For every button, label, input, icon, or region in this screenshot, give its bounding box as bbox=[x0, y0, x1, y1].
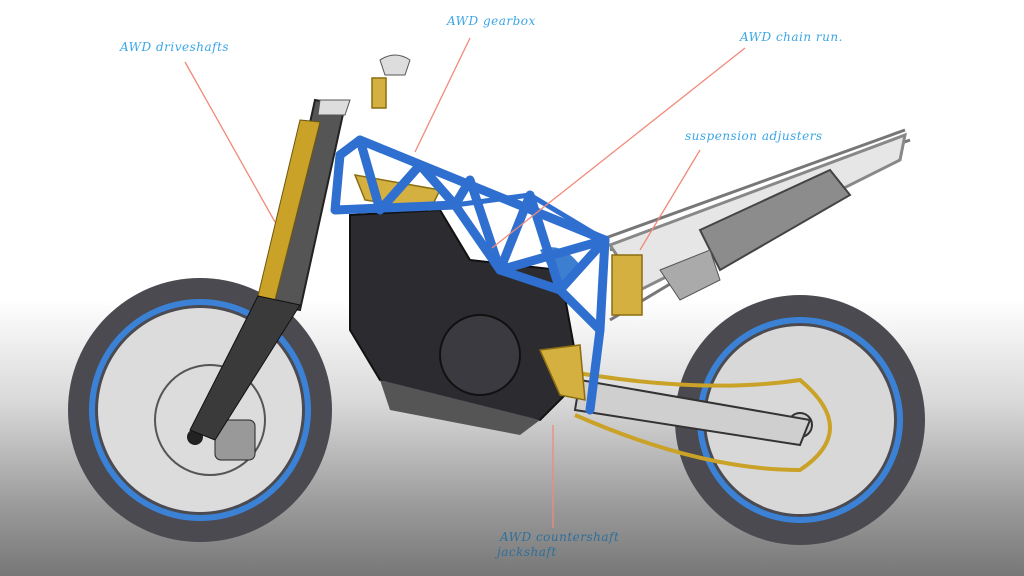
annotation-chain-run: AWD chain run. bbox=[740, 30, 843, 44]
leader-lines bbox=[184, 37, 746, 528]
annotation-driveshafts: AWD driveshafts bbox=[120, 40, 230, 54]
annotation-gearbox: AWD gearbox bbox=[447, 14, 536, 28]
leader-driveshafts bbox=[184, 61, 276, 223]
leader-suspension bbox=[639, 149, 701, 251]
leader-chain-run bbox=[491, 47, 746, 249]
annotation-countershaft: AWD countershaft jackshaft bbox=[497, 530, 620, 560]
annotation-suspension-adjusters: suspension adjusters bbox=[685, 129, 823, 143]
leader-gearbox bbox=[414, 37, 471, 153]
annotation-countershaft-line2: jackshaft bbox=[497, 545, 557, 559]
front-fork bbox=[189, 54, 411, 441]
annotation-countershaft-line1: AWD countershaft bbox=[500, 530, 620, 544]
exhaust bbox=[659, 168, 852, 301]
engine bbox=[349, 208, 582, 435]
trellis-frame bbox=[330, 135, 610, 415]
swingarm bbox=[559, 368, 832, 473]
